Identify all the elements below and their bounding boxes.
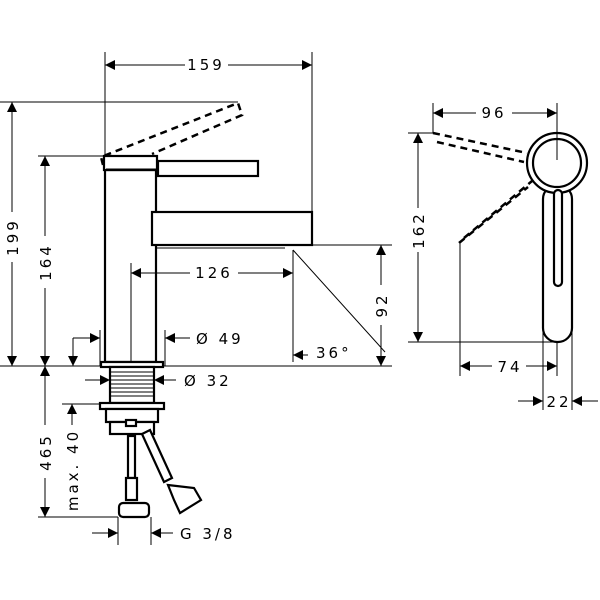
shank-and-hoses — [98, 365, 203, 519]
dim-label: 96 — [481, 104, 506, 122]
dim-label: 22 — [546, 393, 571, 411]
dimension-36-degree: 36° — [292, 249, 386, 362]
dim-label: Ø 49 — [196, 330, 244, 348]
dimension-159: 159 — [105, 56, 312, 74]
dim-label: 162 — [410, 211, 428, 249]
faucet-side-view — [0, 52, 392, 369]
dim-label: 159 — [187, 56, 225, 74]
dim-label: 199 — [4, 218, 22, 256]
lever-rotated-dashed — [432, 131, 528, 164]
dimension-max-40: max. 40 — [62, 403, 100, 511]
dim-label: 92 — [373, 292, 391, 317]
dimension-199: 199 — [4, 102, 22, 366]
dim-label: 126 — [195, 264, 233, 282]
lever-top-view — [432, 103, 589, 344]
spout — [150, 210, 314, 247]
dimension-162: 162 — [408, 132, 557, 343]
dimension-g-3-8: G 3/8 — [92, 517, 236, 545]
dimension-diameter-32: Ø 32 — [85, 372, 232, 390]
dimension-diameter-49: Ø 49 — [68, 330, 244, 366]
dimension-96: 96 — [432, 103, 557, 133]
dimension-92: 92 — [312, 244, 392, 366]
dim-label: G 3/8 — [180, 525, 236, 543]
dimension-465: 465 — [37, 366, 118, 518]
dim-label: 36° — [316, 344, 352, 362]
dimension-74: 74 — [459, 243, 558, 376]
dim-label: max. 40 — [64, 429, 82, 511]
dim-label: 164 — [37, 243, 55, 281]
lever — [156, 159, 260, 178]
lever-rotated-dashed — [458, 180, 533, 244]
dimension-126: 126 — [131, 250, 294, 362]
dimension-164: 164 — [37, 156, 55, 366]
dimension-22: 22 — [518, 330, 598, 411]
dim-label: 74 — [497, 358, 522, 376]
dim-label: Ø 32 — [184, 372, 232, 390]
dim-label: 465 — [37, 433, 55, 471]
lever-raised-dashed — [99, 101, 244, 166]
faucet-cap — [102, 154, 159, 172]
